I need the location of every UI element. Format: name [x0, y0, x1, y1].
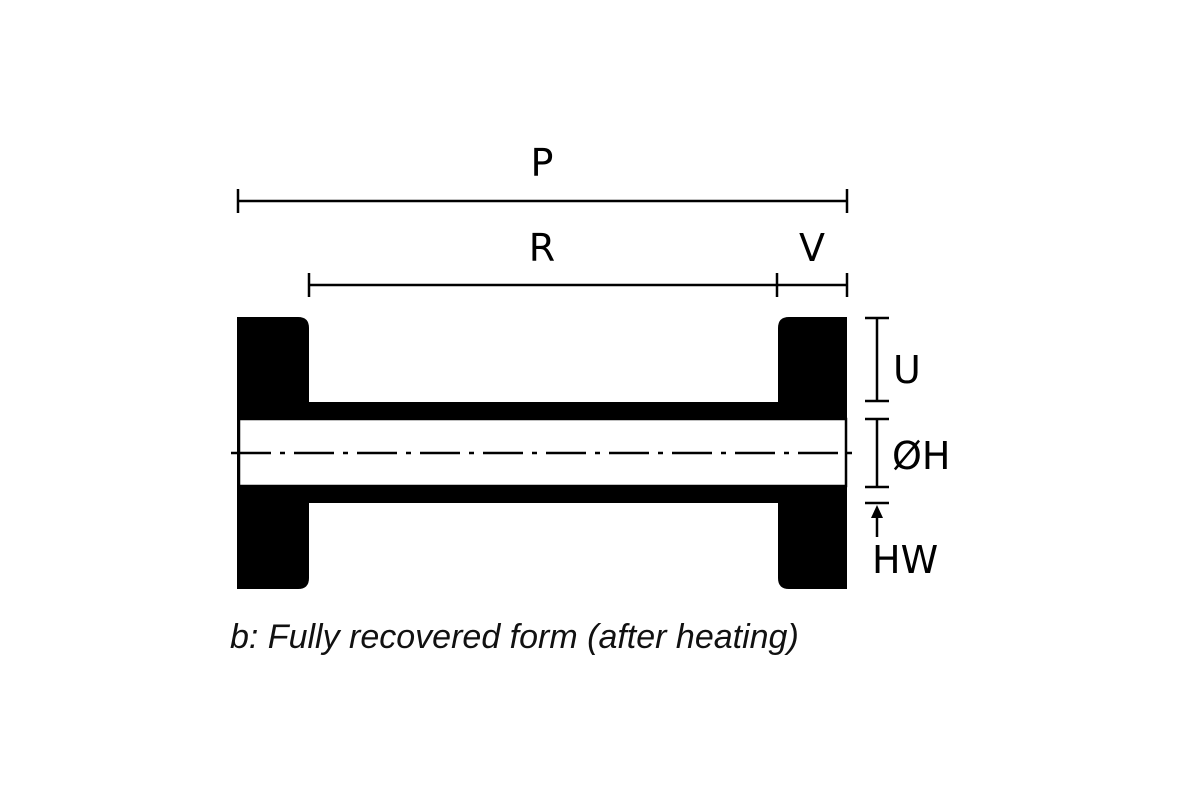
- figure-caption: b: Fully recovered form (after heating): [230, 618, 799, 656]
- spool-part: [231, 317, 856, 589]
- arrow-up-icon: [871, 505, 883, 518]
- upper-wall: [305, 402, 782, 419]
- label-u: U: [893, 348, 921, 392]
- dimension-h: [865, 417, 889, 489]
- label-hw: HW: [872, 538, 938, 582]
- dimension-r: [307, 273, 779, 297]
- lower-wall: [305, 486, 782, 503]
- label-p: P: [531, 141, 554, 185]
- label-h: ØH: [892, 434, 950, 478]
- label-r: R: [529, 226, 555, 270]
- label-v: V: [799, 226, 825, 270]
- dimension-hw: [865, 501, 889, 537]
- dimension-v: [777, 273, 849, 297]
- dimension-p: [236, 189, 849, 213]
- dimension-u: [865, 316, 889, 403]
